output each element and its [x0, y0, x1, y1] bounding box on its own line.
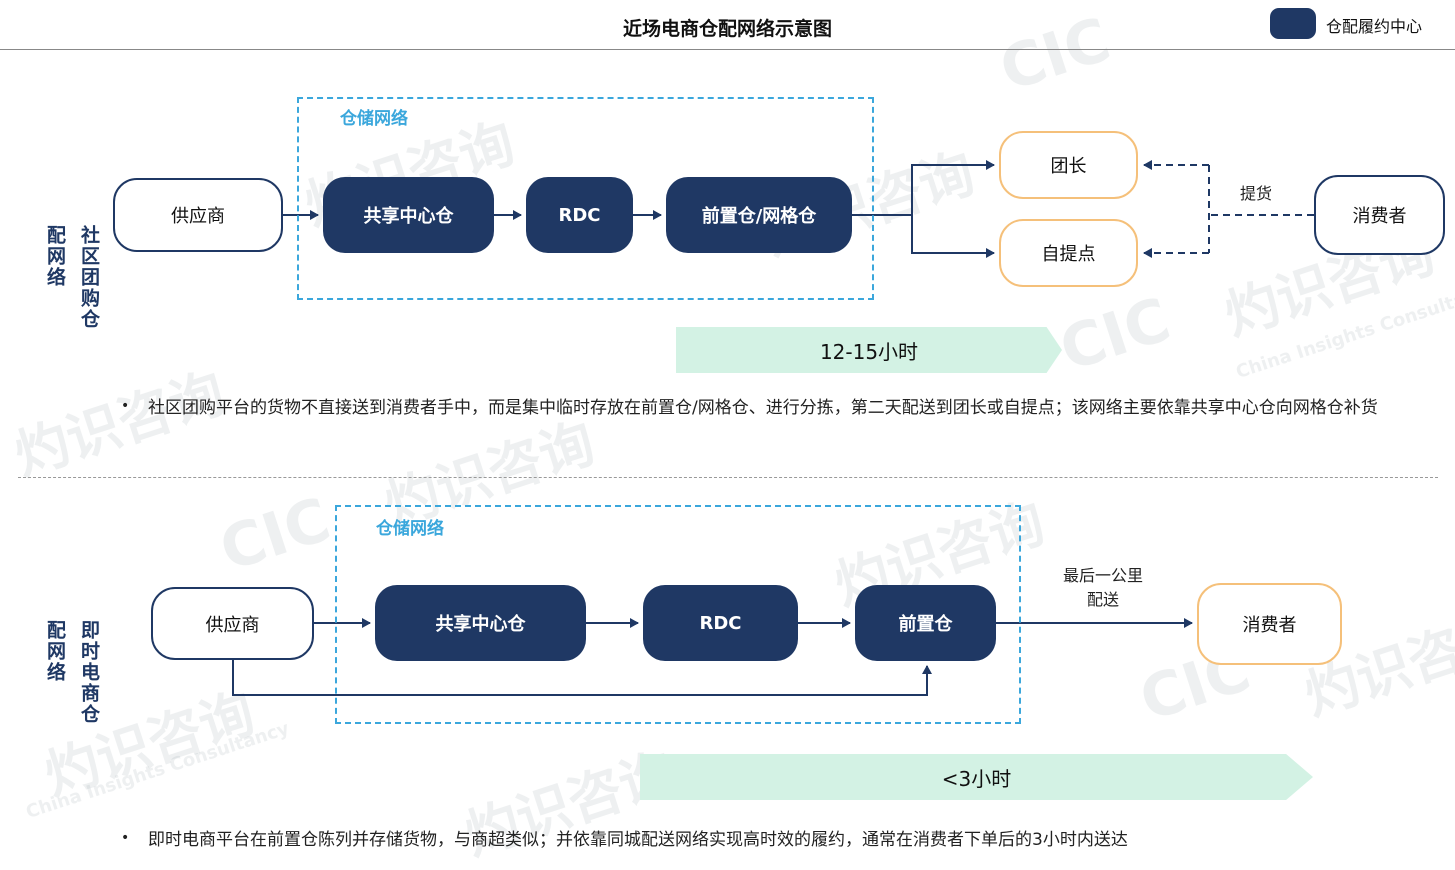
side-label-top: 社区团购仓配网络 [44, 225, 100, 330]
consumer-node-top: 消费者 [1314, 175, 1445, 255]
side-label-bottom: 即时电商仓配网络 [44, 620, 100, 725]
time-band-top: 12-15小时 [676, 327, 1062, 373]
supplier-node-bottom: 供应商 [151, 587, 314, 660]
storage-network-label-top: 仓储网络 [340, 109, 408, 129]
rdc-node-top: RDC [526, 177, 633, 253]
storage-network-box-top [297, 97, 874, 300]
rdc-node-bottom: RDC [643, 585, 798, 661]
bullet-text-bottom: 即时电商平台在前置仓陈列并存储货物，与商超类似；并依靠同城配送网络实现高时效的履… [148, 830, 1128, 850]
bullet-text-top: 社区团购平台的货物不直接送到消费者手中，而是集中临时存放在前置仓/网格仓、进行分… [148, 398, 1378, 418]
arrow-front-to-leader [852, 160, 995, 216]
storage-network-box-bottom [335, 505, 1021, 724]
leader-node: 团长 [999, 131, 1138, 199]
shared-center-node-bottom: 共享中心仓 [375, 585, 586, 661]
time-band-bottom: <3小时 [640, 754, 1313, 800]
consumer-node-bottom: 消费者 [1197, 583, 1342, 665]
arrow-front-to-pickup [911, 215, 995, 258]
bullet-dot-top: • [121, 398, 130, 414]
page-title: 近场电商仓配网络示意图 [622, 18, 832, 40]
legend-label: 仓配履约中心 [1326, 17, 1423, 36]
title-divider [0, 49, 1455, 50]
pickup-note: 提货 [1240, 184, 1273, 203]
front-node-bottom: 前置仓 [855, 585, 996, 661]
storage-network-label-bottom: 仓储网络 [376, 519, 444, 539]
time-label-bottom: <3小时 [941, 766, 1012, 791]
front-grid-node-top: 前置仓/网格仓 [666, 177, 852, 253]
section-divider [18, 477, 1438, 478]
time-label-top: 12-15小时 [819, 339, 919, 364]
arrow-supplier-direct-to-front [232, 660, 932, 696]
bullet-dot-bottom: • [121, 830, 130, 846]
legend-swatch [1270, 8, 1316, 39]
supplier-node-top: 供应商 [113, 178, 283, 252]
pickup-node: 自提点 [999, 219, 1138, 287]
shared-center-node-top: 共享中心仓 [323, 177, 494, 253]
last-mile-note: 最后一公里配送 [1062, 566, 1143, 609]
